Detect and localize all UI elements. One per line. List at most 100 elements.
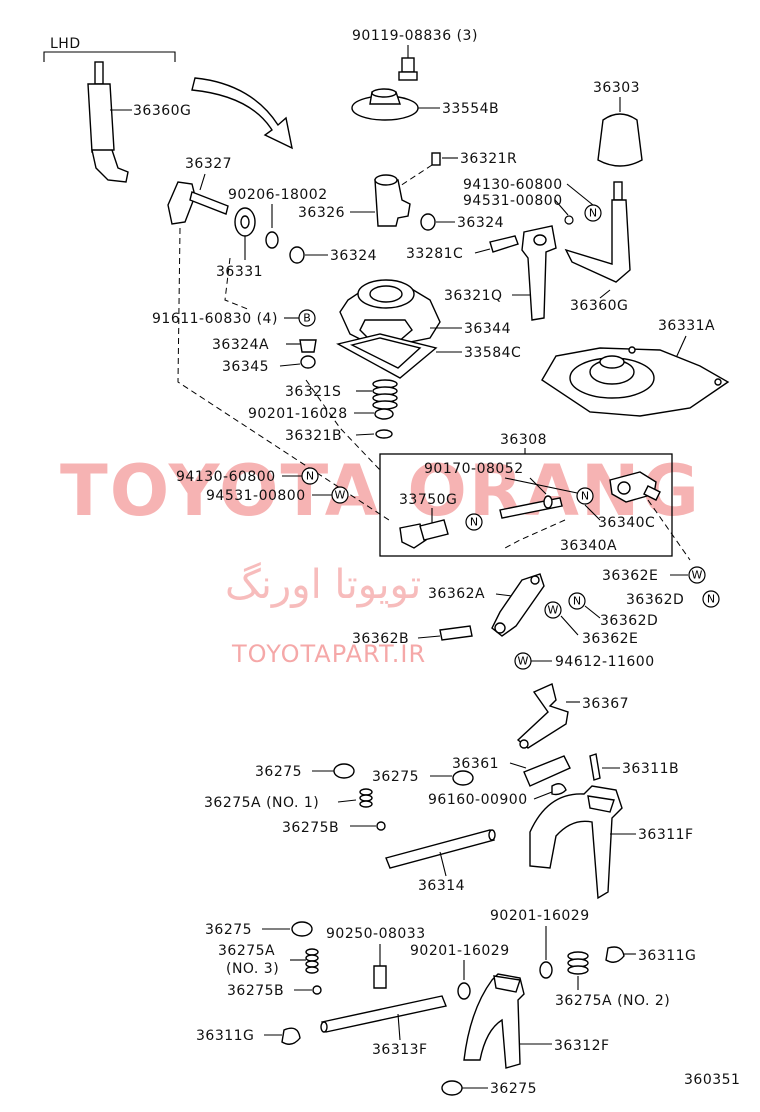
label-36360G-top: 36360G bbox=[133, 103, 191, 119]
bushing-36345 bbox=[300, 355, 316, 369]
label-36303: 36303 bbox=[593, 80, 640, 96]
svg-text:W: W bbox=[335, 489, 346, 502]
circle-n-36362D-b bbox=[568, 592, 586, 610]
label-36314: 36314 bbox=[418, 878, 465, 894]
label-90250: 90250-08033 bbox=[326, 926, 426, 942]
spring-36275A-2 bbox=[567, 951, 589, 975]
direction-arrow bbox=[191, 77, 293, 150]
label-36312F: 36312F bbox=[554, 1038, 610, 1054]
label-36324A: 36324A bbox=[212, 337, 269, 353]
plug-36275-a bbox=[333, 763, 355, 779]
label-36308: 36308 bbox=[500, 432, 547, 448]
circle-n-top bbox=[584, 204, 602, 222]
diagram-code: 360351 bbox=[684, 1072, 740, 1088]
plug-36275-b bbox=[452, 770, 474, 786]
svg-text:N: N bbox=[573, 595, 581, 608]
assembly-box-36308 bbox=[379, 453, 673, 557]
label-36360G-bottom: 36360G bbox=[570, 298, 628, 314]
ring-96160 bbox=[551, 783, 567, 796]
label-36340A: 36340A bbox=[560, 538, 617, 554]
washer-90201-16029-a bbox=[539, 961, 553, 979]
label-90119: 90119-08836 (3) bbox=[352, 28, 478, 44]
lhd-label: LHD bbox=[50, 36, 81, 52]
label-36275-b: 36275 bbox=[372, 769, 419, 785]
lever-36362A bbox=[491, 573, 545, 637]
label-36331A: 36331A bbox=[658, 318, 715, 334]
lhd-bracket bbox=[43, 51, 176, 62]
label-94612: 94612-11600 bbox=[555, 654, 655, 670]
clip-36311G-a bbox=[281, 1027, 301, 1045]
svg-text:W: W bbox=[548, 604, 559, 617]
spring-36275A-1 bbox=[359, 788, 373, 808]
svg-text:N: N bbox=[707, 593, 715, 606]
label-90206: 90206-18002 bbox=[228, 187, 328, 203]
label-33281C: 33281C bbox=[406, 246, 463, 262]
shaft-36340C bbox=[499, 495, 563, 519]
boot-33554B bbox=[351, 88, 419, 121]
fork-36311F bbox=[529, 785, 623, 900]
svg-text:N: N bbox=[306, 470, 314, 483]
shaft-36313F bbox=[320, 995, 447, 1033]
label-36362B: 36362B bbox=[352, 631, 409, 647]
label-36331: 36331 bbox=[216, 264, 263, 280]
washer-36324-a bbox=[420, 213, 436, 231]
pin-36321R bbox=[431, 152, 441, 166]
block-36361 bbox=[523, 755, 571, 787]
label-33750G: 33750G bbox=[399, 492, 457, 508]
lever-36321Q bbox=[521, 225, 557, 321]
plate-36331A bbox=[541, 346, 730, 417]
label-94130-mid: 94130-60800 bbox=[176, 469, 276, 485]
label-36275-c: 36275 bbox=[205, 922, 252, 938]
washer-90201-16029-b bbox=[457, 982, 471, 1000]
shift-lever-lhd bbox=[87, 61, 129, 183]
label-36311F: 36311F bbox=[638, 827, 694, 843]
label-36326: 36326 bbox=[298, 205, 345, 221]
label-36362D-a: 36362D bbox=[626, 592, 684, 608]
label-36311G-a: 36311G bbox=[196, 1028, 254, 1044]
joint-36340C bbox=[609, 471, 661, 503]
ball-36275B-b bbox=[312, 985, 322, 995]
label-36361: 36361 bbox=[452, 756, 499, 772]
label-36321Q: 36321Q bbox=[444, 288, 503, 304]
bolt-90119 bbox=[398, 57, 418, 81]
circle-w-36362E-b bbox=[544, 601, 562, 619]
svg-text:W: W bbox=[692, 569, 703, 582]
label-36362A: 36362A bbox=[428, 586, 485, 602]
label-36275-a: 36275 bbox=[255, 764, 302, 780]
label-36362E-b: 36362E bbox=[582, 631, 638, 647]
label-36275B-b: 36275B bbox=[227, 983, 284, 999]
pin-36311B bbox=[589, 753, 601, 781]
retainer-36326 bbox=[374, 174, 411, 227]
label-36275-d: 36275 bbox=[490, 1081, 537, 1097]
circle-n-33750G bbox=[465, 513, 483, 531]
svg-text:B: B bbox=[303, 312, 311, 325]
label-94531-mid: 94531-00800 bbox=[206, 488, 306, 504]
label-33554B: 33554B bbox=[442, 101, 499, 117]
label-36275B-a: 36275B bbox=[282, 820, 339, 836]
shaft-36314 bbox=[385, 829, 496, 869]
pin-33281C bbox=[489, 235, 519, 253]
label-36275A-2: 36275A (NO. 2) bbox=[555, 993, 670, 1009]
label-36324-b: 36324 bbox=[330, 248, 377, 264]
label-36345: 36345 bbox=[222, 359, 269, 375]
housing-36344 bbox=[339, 279, 441, 345]
label-36367: 36367 bbox=[582, 696, 629, 712]
plug-36275-c bbox=[291, 921, 313, 937]
label-33584C: 33584C bbox=[464, 345, 521, 361]
label-36313F: 36313F bbox=[372, 1042, 428, 1058]
clip-36321B bbox=[375, 429, 393, 439]
label-36311B: 36311B bbox=[622, 761, 679, 777]
shift-knob-36303 bbox=[597, 113, 643, 167]
nut-90206 bbox=[265, 231, 279, 249]
washer-36324-b bbox=[289, 246, 305, 264]
label-96160: 96160-00900 bbox=[428, 792, 528, 808]
spring-36275A-3 bbox=[305, 948, 319, 974]
lever-36327 bbox=[167, 181, 229, 225]
circle-n-mid bbox=[301, 467, 319, 485]
watermark-persian: تویوتا اورنگ bbox=[225, 562, 421, 608]
label-36321R: 36321R bbox=[460, 151, 517, 167]
label-36275A-3b: (NO. 3) bbox=[226, 961, 279, 977]
label-36275A-3a: 36275A bbox=[218, 943, 275, 959]
label-36275A-1: 36275A (NO. 1) bbox=[204, 795, 319, 811]
